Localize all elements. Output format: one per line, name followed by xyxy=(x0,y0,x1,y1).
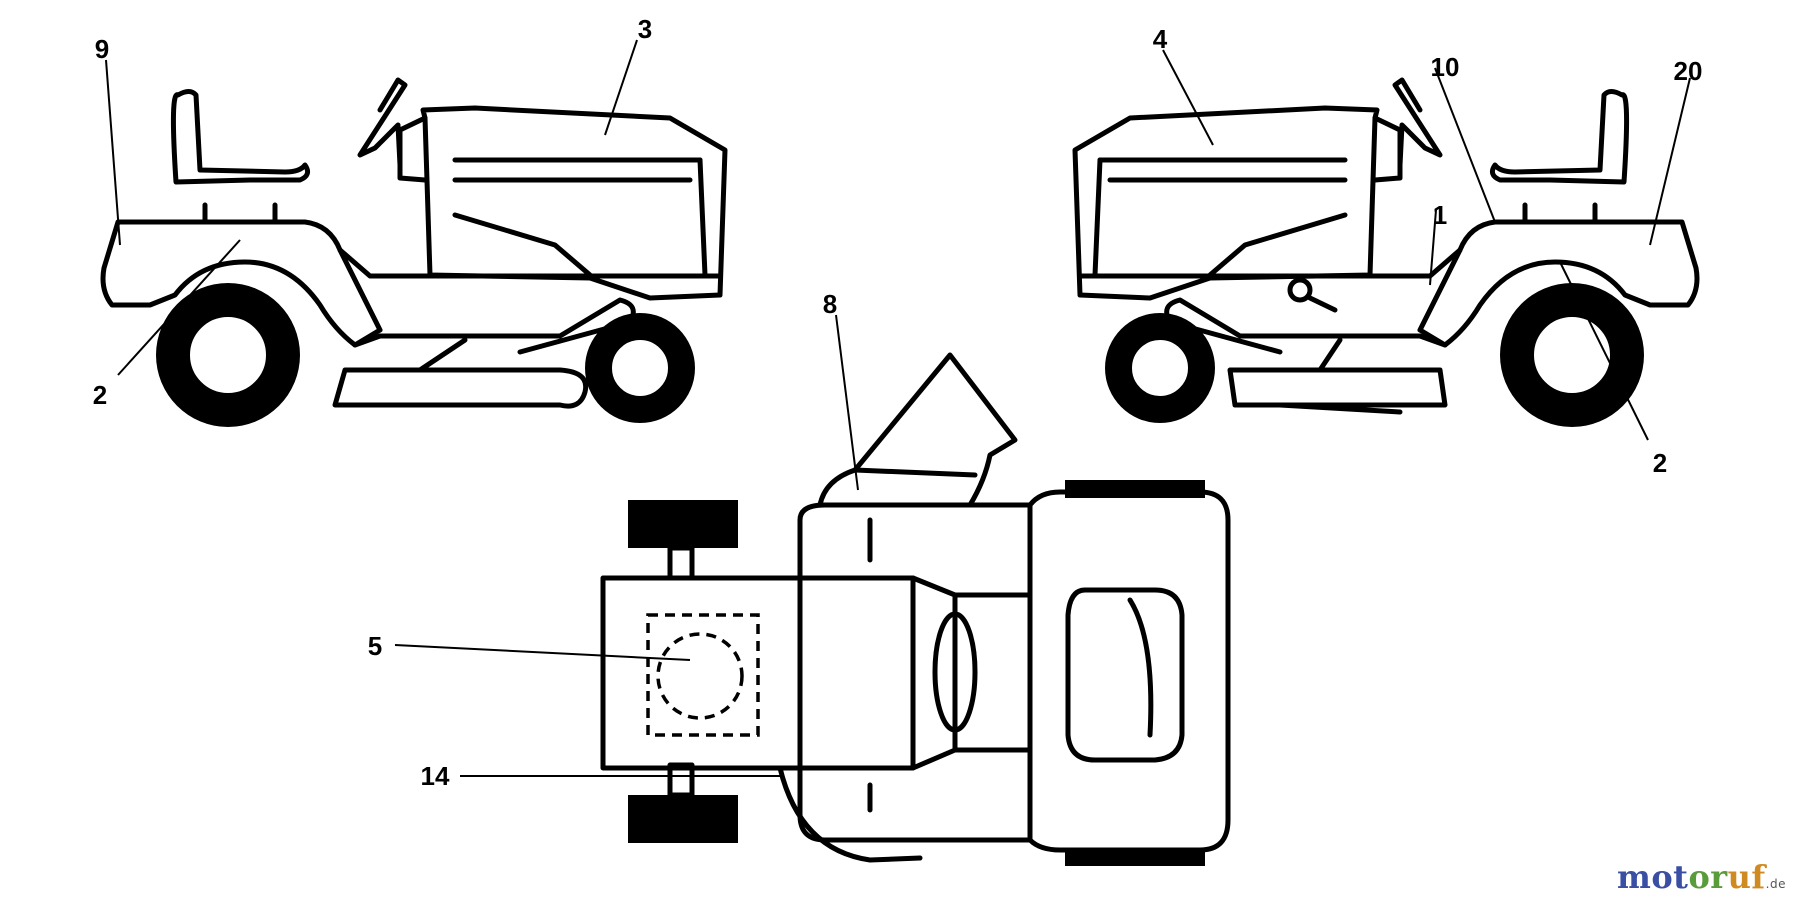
watermark-part2: or xyxy=(1688,858,1728,896)
callout-8: 8 xyxy=(823,289,837,319)
callout-3: 3 xyxy=(638,14,652,44)
watermark-part3: uf xyxy=(1727,858,1766,896)
callout-labels: 9 2 3 4 10 1 20 2 8 5 14 xyxy=(93,14,1703,791)
callout-20: 20 xyxy=(1674,56,1703,86)
leader-lines xyxy=(105,39,1691,777)
callout-1: 1 xyxy=(1433,200,1447,230)
leader-8 xyxy=(835,314,859,491)
leader-2-left xyxy=(117,239,241,376)
leader-9 xyxy=(105,59,121,246)
callout-4: 4 xyxy=(1153,24,1168,54)
tractor-top-view xyxy=(600,352,1231,866)
watermark-part1: mot xyxy=(1616,858,1689,896)
callout-10: 10 xyxy=(1431,52,1460,82)
callout-2-left: 2 xyxy=(93,380,107,410)
watermark-domain: .de xyxy=(1765,877,1786,891)
leader-10 xyxy=(1434,67,1496,223)
callout-2-right: 2 xyxy=(1653,448,1667,478)
leader-20 xyxy=(1649,77,1691,246)
tractor-right-side-view xyxy=(1072,77,1700,427)
leader-4 xyxy=(1162,49,1214,146)
callout-9: 9 xyxy=(95,34,109,64)
leader-2-right xyxy=(1559,261,1649,441)
leader-1 xyxy=(1429,209,1437,286)
callout-5: 5 xyxy=(368,631,382,661)
callout-14: 14 xyxy=(421,761,450,791)
tractor-left-side-view xyxy=(100,77,728,427)
leader-5 xyxy=(394,644,691,661)
leader-3 xyxy=(604,39,638,136)
watermark-logo: motoruf.de xyxy=(1617,858,1786,896)
